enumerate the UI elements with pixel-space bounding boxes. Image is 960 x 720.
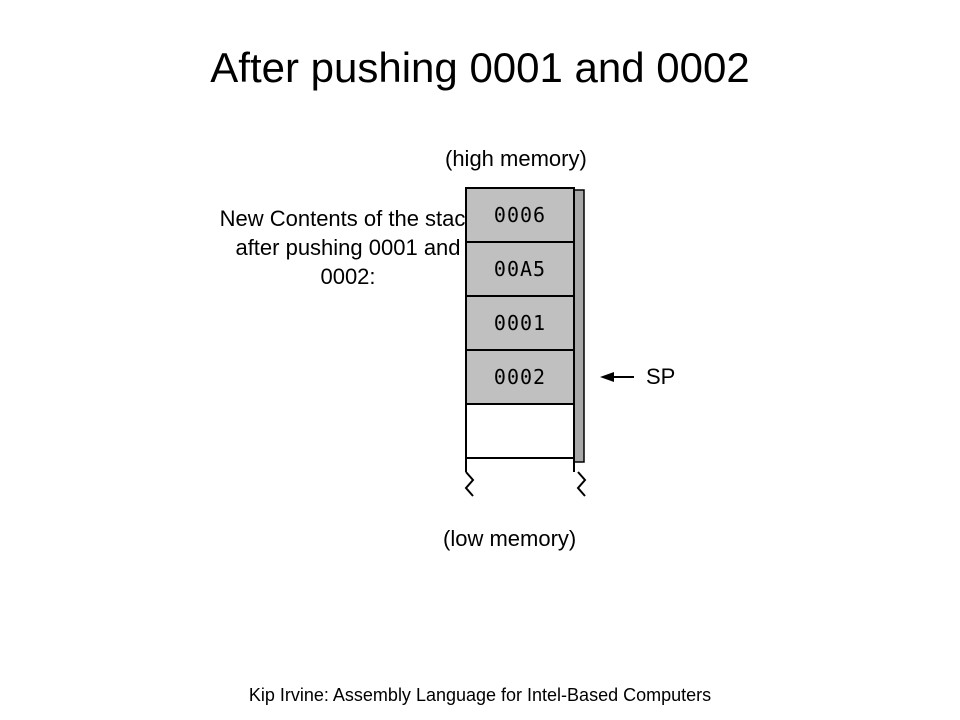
stack-description: New Contents of the stack after pushing … bbox=[219, 206, 477, 289]
low-memory-label: (low memory) bbox=[443, 526, 577, 551]
stack-cell-value: 0001 bbox=[494, 311, 546, 335]
sp-arrow bbox=[600, 372, 634, 382]
high-memory-label: (high memory) bbox=[445, 146, 587, 171]
left-break-mark bbox=[464, 471, 475, 497]
slide-title: After pushing 0001 and 0002 bbox=[210, 44, 750, 91]
stack-cell-empty bbox=[465, 403, 575, 459]
footer-credit: Kip Irvine: Assembly Language for Intel-… bbox=[248, 685, 712, 705]
stack-cell-3: 0002 bbox=[465, 349, 575, 405]
stack-cell-value: 0002 bbox=[494, 365, 546, 389]
stack-cell-0: 0006 bbox=[465, 187, 575, 243]
stack-cell-1: 00A5 bbox=[465, 241, 575, 297]
stack-cell-value: 00A5 bbox=[494, 257, 546, 281]
sp-label: SP bbox=[646, 364, 676, 389]
stack-side-bar bbox=[573, 189, 585, 463]
stack-cell-value: 0006 bbox=[494, 203, 546, 227]
stack-cell-2: 0001 bbox=[465, 295, 575, 351]
right-break-mark bbox=[576, 471, 587, 497]
